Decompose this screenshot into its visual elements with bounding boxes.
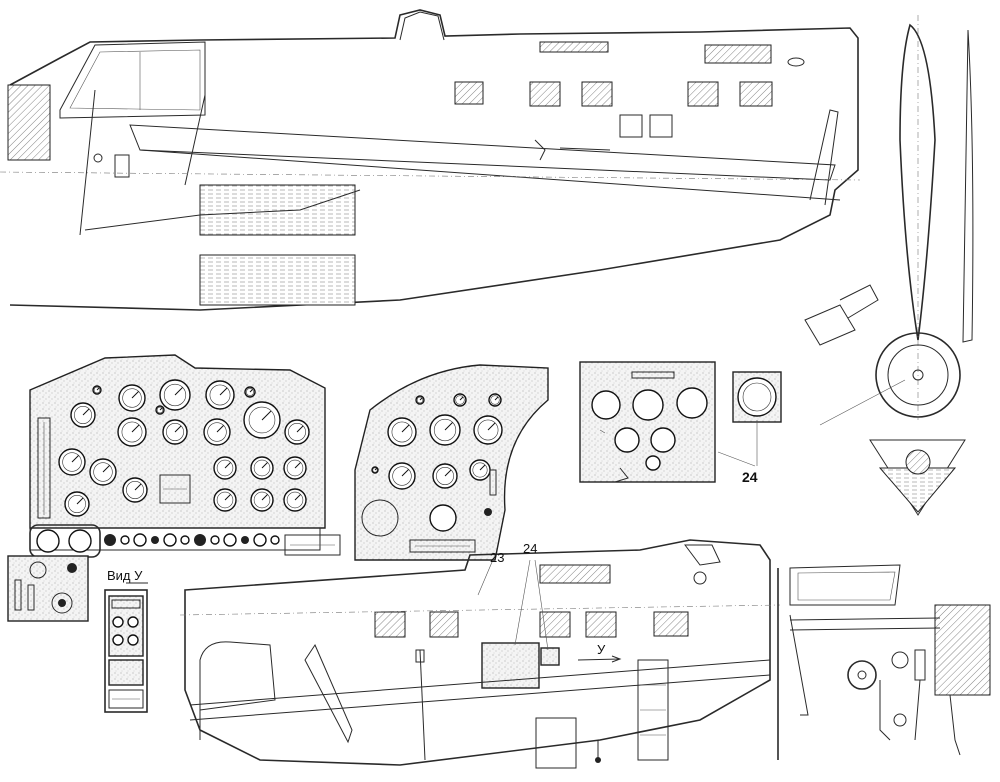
switch-knob [163,533,177,547]
single-gauge [732,371,782,423]
propeller-front-view [804,15,974,516]
callout-24-bottom: 24 [523,541,537,556]
callout-24-right: 24 [742,469,758,485]
view-direction-label: У [597,642,606,657]
switch-knob [241,536,249,544]
switch-knob [133,533,147,547]
fuselage-side-view-upper [0,9,861,311]
switch-knob [194,534,206,546]
aux-instrument-panel [579,361,716,483]
cockpit-side-view [777,564,991,760]
view-u-title: Вид У [107,568,143,583]
switch-knob [210,535,220,545]
switch-knob [151,536,159,544]
lower-left-subpanel [7,524,101,622]
switch-knob [253,533,267,547]
main-instrument-panel [29,354,341,556]
switch-knob [120,535,130,545]
fuselage-side-view-lower [179,539,781,769]
switch-knob [223,533,237,547]
switch-knob [270,535,280,545]
callout-23: 23 [490,550,504,565]
switch-knob [180,535,190,545]
side-instrument-panel [354,364,549,561]
switch-knob [104,534,116,546]
view-u-console: Вид У [104,568,148,713]
